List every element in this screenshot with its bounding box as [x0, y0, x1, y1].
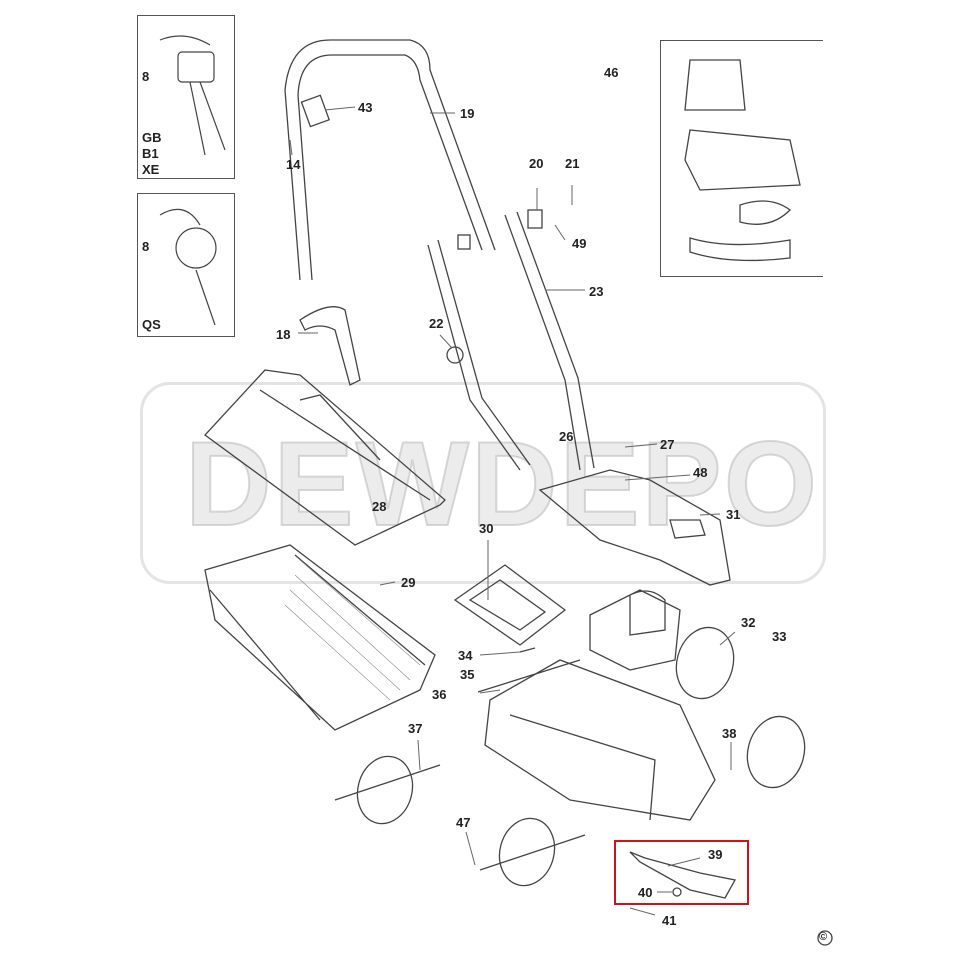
axle-47 — [479, 834, 586, 871]
clamp-part — [457, 234, 471, 250]
label-qs: QS — [142, 317, 161, 332]
plug-gb-icon — [177, 51, 215, 83]
bracket-43 — [300, 94, 331, 128]
plug-qs-icon — [175, 227, 217, 269]
lower-handle-right — [504, 211, 595, 471]
motor-cover-31 — [538, 469, 731, 586]
label-31: 31 — [726, 507, 741, 522]
label-19: 19 — [460, 106, 475, 121]
label-xe: XE — [142, 162, 160, 177]
lower-handle-left — [427, 239, 531, 471]
label-46: 46 — [604, 65, 619, 80]
label-34: 34 — [458, 648, 473, 663]
label-18: 18 — [276, 327, 291, 342]
label-40: 40 — [638, 885, 653, 900]
blade-39 — [629, 851, 737, 899]
copyright-mark — [817, 930, 833, 946]
axle-37 — [334, 764, 441, 801]
label-43: 43 — [358, 100, 373, 115]
label-8-gb: 8 — [142, 69, 150, 84]
label-b1: B1 — [142, 146, 159, 161]
highlight-blade-box — [614, 840, 749, 905]
rear-flap-28 — [204, 369, 446, 546]
upper-handle — [284, 39, 496, 281]
inset-motor — [660, 40, 823, 277]
wheel-rear-right — [675, 626, 735, 700]
cover-18 — [299, 306, 361, 386]
inset-plug-qs — [137, 193, 235, 337]
wheel-37 — [356, 755, 414, 825]
label-8-qs: 8 — [142, 239, 150, 254]
label-29: 29 — [401, 575, 416, 590]
copyright-text: © — [819, 931, 828, 943]
label-39: 39 — [708, 847, 723, 862]
label-23: 23 — [589, 284, 604, 299]
wheel-front-right — [746, 715, 806, 789]
grass-box-mesh — [284, 559, 421, 701]
grass-box-29 — [204, 544, 436, 731]
inset-plug-gb — [137, 15, 235, 179]
label-gb: GB — [142, 130, 162, 145]
mower-deck — [484, 659, 716, 821]
label-30: 30 — [479, 521, 494, 536]
label-22: 22 — [429, 316, 444, 331]
watermark: DEWDEPO — [184, 416, 820, 552]
label-14: 14 — [286, 157, 301, 172]
label-33: 33 — [772, 629, 787, 644]
label-47: 47 — [456, 815, 471, 830]
label-36: 36 — [432, 687, 447, 702]
motor-46-drawing — [684, 59, 801, 262]
label-28: 28 — [372, 499, 387, 514]
label-32: 32 — [741, 615, 756, 630]
motor-assembly — [589, 589, 681, 671]
label-20: 20 — [529, 156, 544, 171]
label-21: 21 — [565, 156, 580, 171]
washer-40 — [672, 887, 682, 897]
knob-22 — [446, 346, 464, 364]
label-48: 48 — [693, 465, 708, 480]
label-26: 26 — [559, 429, 574, 444]
label-38: 38 — [722, 726, 737, 741]
wheel-47 — [498, 817, 556, 887]
label-27: 27 — [660, 437, 675, 452]
spring-34 — [519, 647, 536, 653]
label-41: 41 — [662, 913, 677, 928]
label-35: 35 — [460, 667, 475, 682]
label-37: 37 — [408, 721, 423, 736]
clamp-20 — [527, 209, 543, 229]
axle-35 — [477, 659, 581, 693]
label-49: 49 — [572, 236, 587, 251]
watermark-frame — [140, 382, 826, 584]
